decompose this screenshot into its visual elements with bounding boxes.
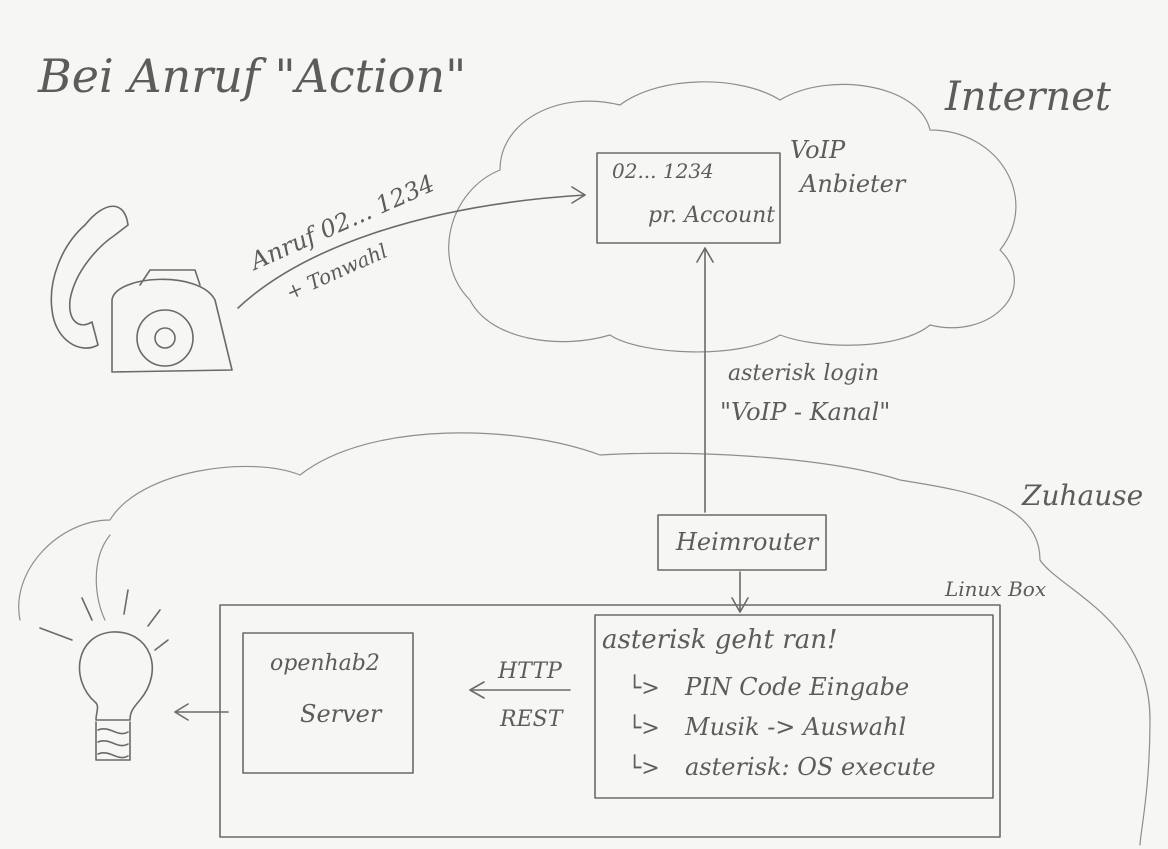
asterisk-login-arrowhead — [696, 247, 714, 263]
voip-provider-label-1: VoIP — [790, 136, 846, 164]
telephone-icon — [50, 205, 233, 373]
voip-provider-label-2: Anbieter — [798, 170, 907, 198]
voip-account-label: pr. Account — [648, 203, 775, 228]
asterisk-step-1: PIN Code Eingabe — [684, 673, 909, 701]
router-label: Heimrouter — [675, 528, 820, 556]
home-region — [18, 432, 1151, 846]
call-arrowhead — [571, 186, 586, 204]
openhab-label-2: Server — [300, 700, 383, 728]
internet-label: Internet — [944, 74, 1112, 120]
asterisk-box-title: asterisk geht ran! — [602, 625, 837, 655]
light-bulb-icon — [39, 589, 169, 761]
diagram-title: Bei Anruf "Action" — [37, 49, 466, 103]
linux-box-label: Linux Box — [944, 577, 1046, 601]
asterisk-step-3: asterisk: OS execute — [685, 753, 936, 781]
router-box — [657, 514, 827, 571]
protocol-http: HTTP — [497, 659, 563, 684]
voip-number: 02... 1234 — [612, 159, 714, 183]
asterisk-box — [594, 614, 994, 799]
asterisk-step-2-arrow: └> — [628, 714, 660, 741]
home-label: Zuhause — [1021, 479, 1143, 512]
asterisk-login-label-2: "VoIP - Kanal" — [720, 398, 890, 426]
voip-account-box — [596, 152, 781, 244]
openhab-label-1: openhab2 — [270, 651, 380, 676]
asterisk-step-3-arrow: └> — [628, 754, 660, 781]
asterisk-step-2: Musik -> Auswahl — [684, 713, 906, 741]
protocol-rest: REST — [499, 707, 565, 732]
internet-cloud — [448, 81, 1017, 353]
openhab-server-box — [242, 632, 414, 774]
asterisk-step-1-arrow: └> — [628, 674, 660, 701]
linux-box — [219, 604, 1001, 838]
call-arrow — [237, 194, 586, 309]
asterisk-login-label-1: asterisk login — [728, 361, 879, 386]
